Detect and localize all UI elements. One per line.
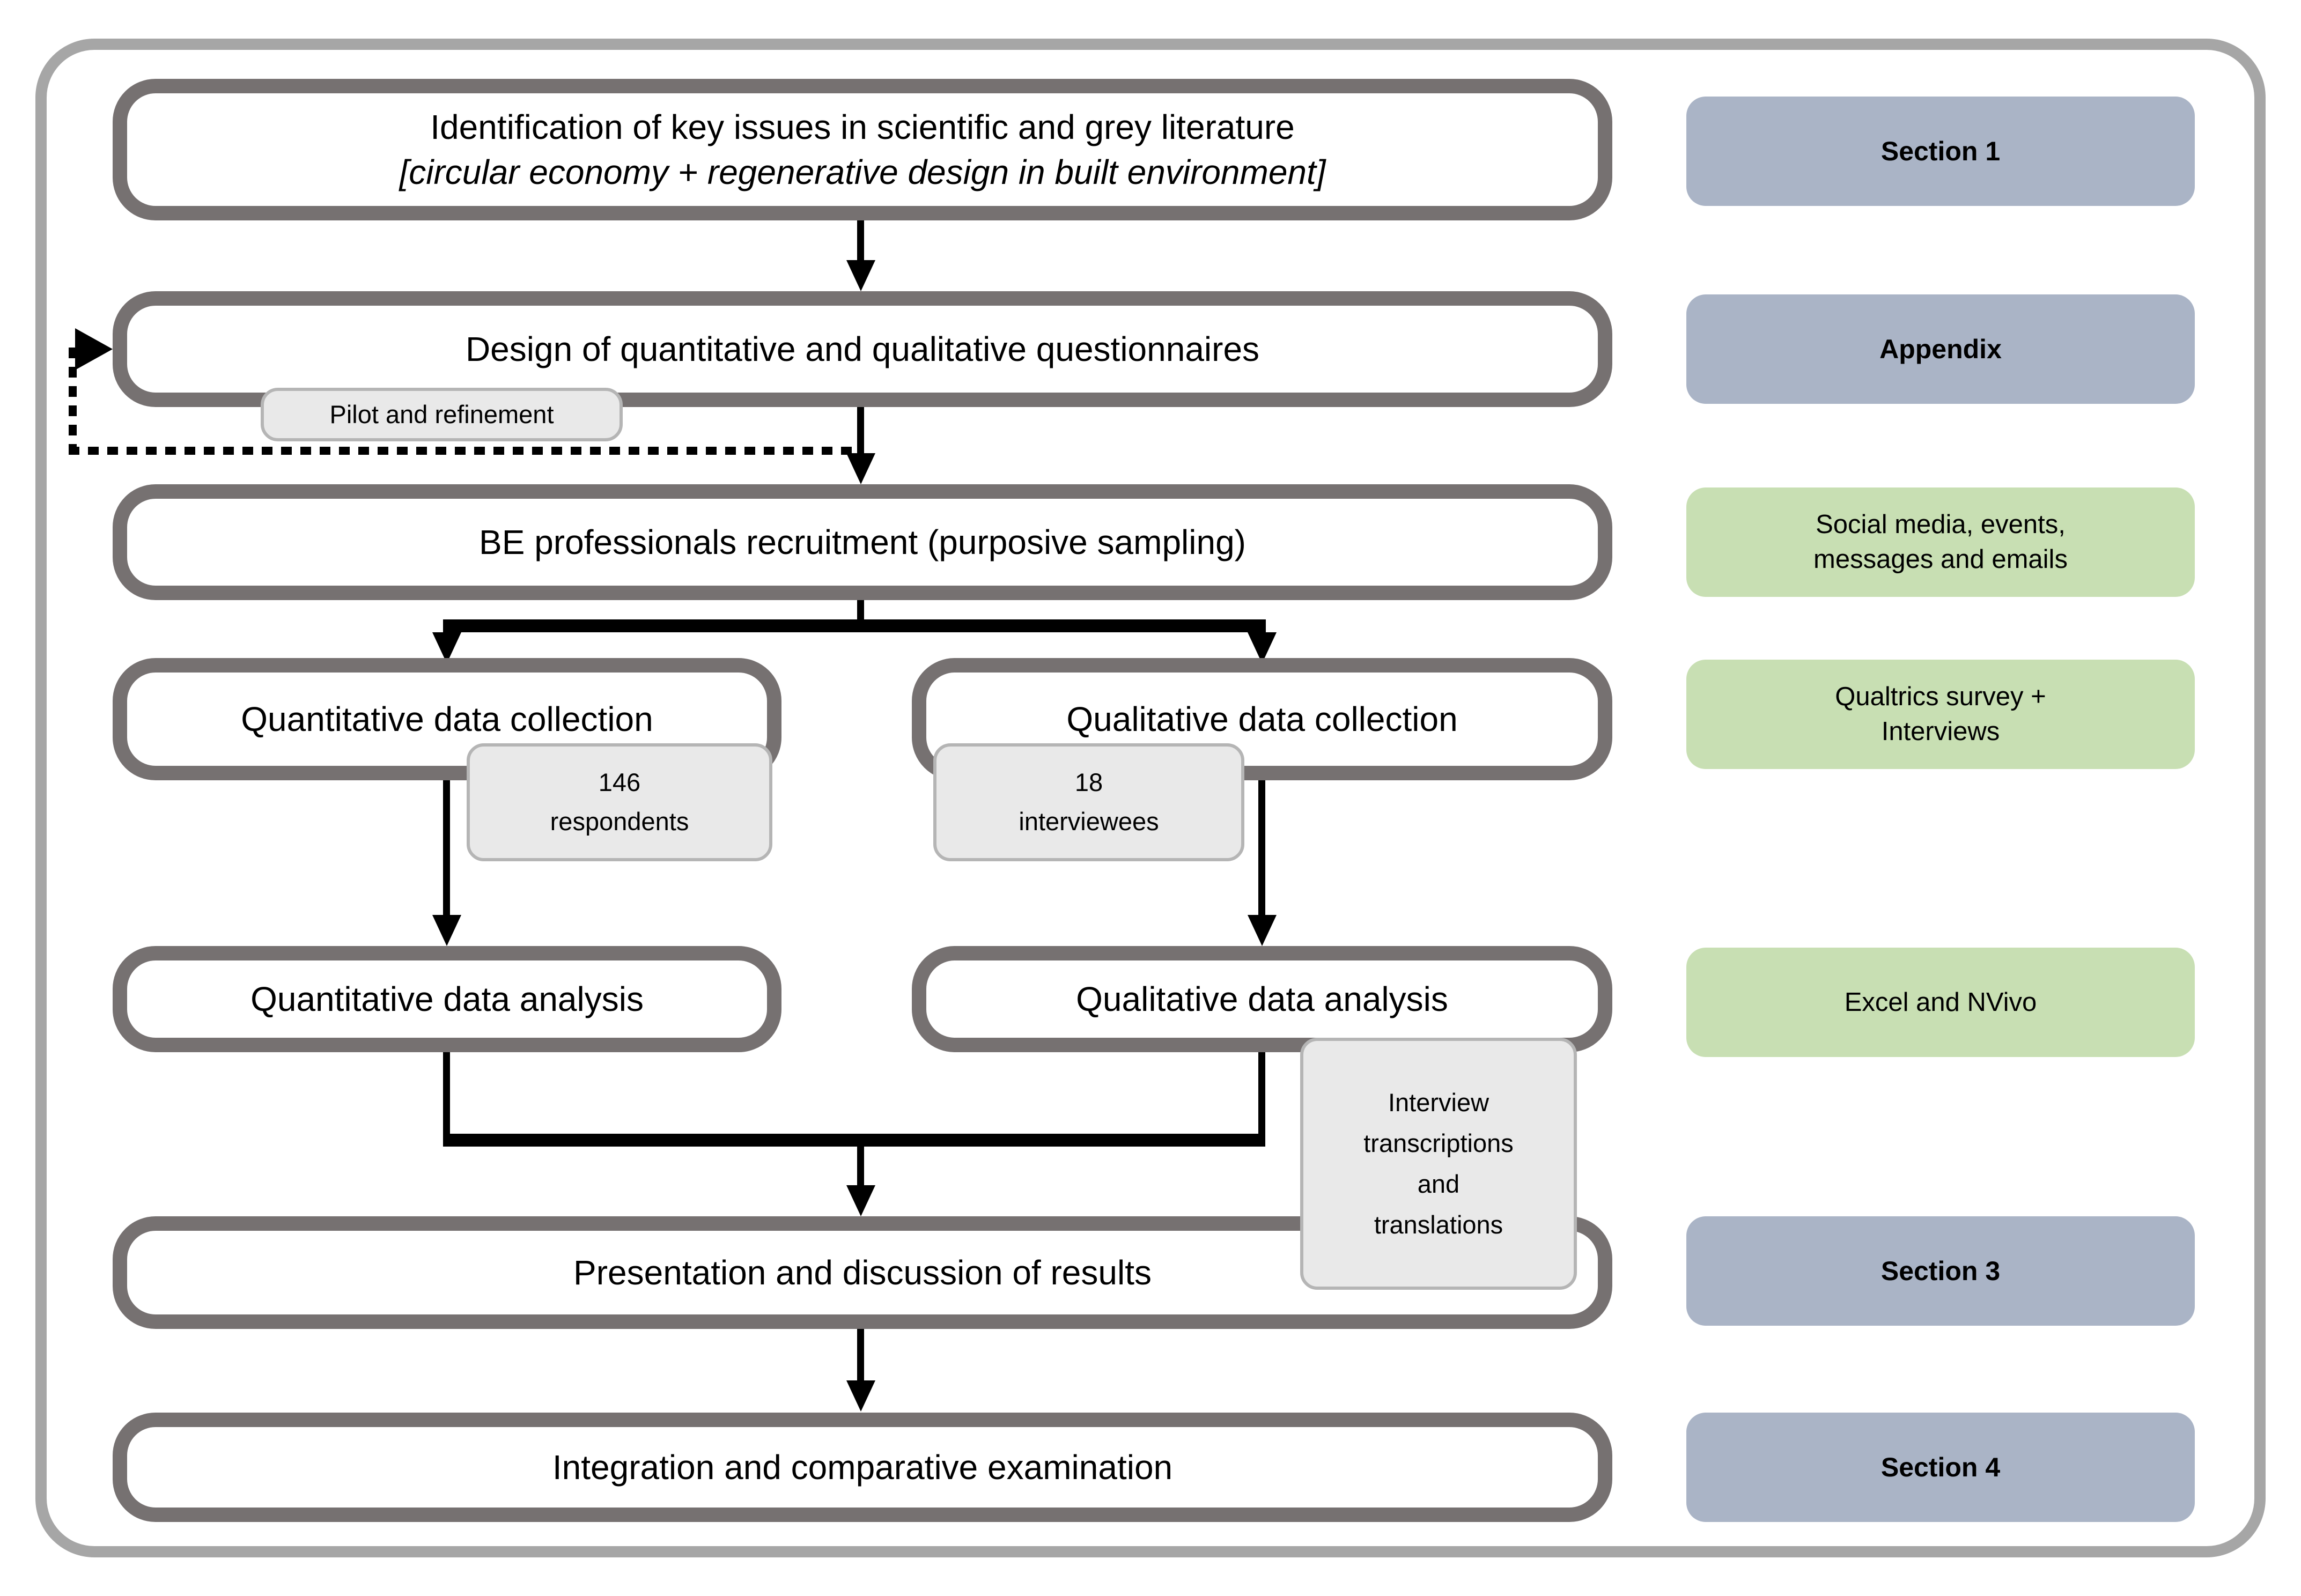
flow-box-recruitment-label: BE professionals recruitment (purposive …: [479, 522, 1246, 561]
flow-box-quantitative-collection-label: Quantitative data collection: [241, 699, 653, 738]
arrow-shaft: [857, 1329, 864, 1381]
side-label-recruitment-channels-line2: messages and emails: [1813, 545, 2068, 574]
arrow-shaft: [857, 407, 864, 454]
flow-box-quantitative-collection: Quantitative data collection: [113, 658, 781, 780]
side-label-collection-tools: Qualtrics survey + Interviews: [1686, 660, 2195, 769]
note-transcriptions-line4: translations: [1374, 1210, 1503, 1239]
side-label-appendix-text: Appendix: [1879, 334, 2002, 364]
flow-box-design-label: Design of quantitative and qualitative q…: [465, 329, 1260, 368]
note-transcriptions-line1: Interview: [1388, 1088, 1489, 1117]
side-label-recruitment-channels: Social media, events, messages and email…: [1686, 487, 2195, 597]
side-label-section-1-text: Section 1: [1880, 136, 2001, 166]
side-label-collection-tools-line1: Qualtrics survey +: [1835, 682, 2046, 712]
side-label-analysis-tools: Excel and NVivo: [1686, 948, 2195, 1057]
flow-box-design: Design of quantitative and qualitative q…: [113, 291, 1612, 407]
figure-border: [35, 39, 2266, 1557]
flow-box-presentation-label: Presentation and discussion of results: [573, 1253, 1152, 1292]
note-interviewees-count-unit: interviewees: [1019, 807, 1159, 836]
arrow-shaft: [857, 1140, 864, 1186]
note-transcriptions-line2: transcriptions: [1363, 1128, 1514, 1157]
side-label-analysis-tools-text: Excel and NVivo: [1844, 987, 2037, 1017]
note-respondents-count-unit: respondents: [550, 807, 689, 836]
note-respondents-count: 146 respondents: [467, 743, 772, 861]
note-pilot-refinement: Pilot and refinement: [261, 388, 623, 441]
flow-box-identification: Identification of key issues in scientif…: [113, 79, 1612, 220]
note-transcriptions: Interview transcriptions and translation…: [1300, 1038, 1577, 1290]
flow-box-recruitment: BE professionals recruitment (purposive …: [113, 484, 1612, 600]
arrow-shaft: [443, 780, 450, 917]
arrowhead-down-icon: [846, 453, 875, 484]
side-label-appendix: Appendix: [1686, 294, 2195, 404]
flow-box-integration-label: Integration and comparative examination: [552, 1447, 1173, 1487]
side-label-section-4: Section 4: [1686, 1413, 2195, 1522]
arrow-shaft: [857, 600, 864, 622]
note-pilot-refinement-label: Pilot and refinement: [329, 400, 554, 428]
arrowhead-down-icon: [846, 1185, 875, 1216]
dotted-line-vertical: [69, 348, 77, 450]
arrowhead-down-icon: [846, 260, 875, 291]
note-respondents-count-value: 146: [598, 768, 641, 797]
merge-elbow-left: [443, 1052, 450, 1140]
arrow-shaft: [857, 220, 864, 261]
arrow-shaft: [1258, 780, 1265, 917]
side-label-collection-tools-line2: Interviews: [1881, 717, 2000, 746]
flow-box-quantitative-analysis-label: Quantitative data analysis: [250, 979, 644, 1018]
flow-box-qualitative-analysis-label: Qualitative data analysis: [1076, 979, 1448, 1018]
flow-box-identification-line2: [circular economy + regenerative design …: [399, 153, 1326, 191]
arrowhead-down-icon: [846, 1380, 875, 1412]
merge-bar: [443, 1134, 1265, 1147]
flow-box-qualitative-collection-label: Qualitative data collection: [1066, 699, 1458, 738]
side-label-section-3: Section 3: [1686, 1216, 2195, 1326]
flow-box-integration: Integration and comparative examination: [113, 1413, 1612, 1522]
side-label-section-1: Section 1: [1686, 97, 2195, 206]
note-transcriptions-line3: and: [1417, 1170, 1460, 1198]
side-label-section-3-text: Section 3: [1880, 1256, 2001, 1286]
flow-box-qualitative-analysis: Qualitative data analysis: [912, 946, 1612, 1052]
dotted-line-horizontal: [69, 447, 861, 455]
note-interviewees-count: 18 interviewees: [933, 743, 1244, 861]
flow-box-identification-line1: Identification of key issues in scientif…: [430, 107, 1295, 146]
flow-box-quantitative-analysis: Quantitative data analysis: [113, 946, 781, 1052]
arrowhead-down-icon: [1248, 915, 1277, 946]
note-interviewees-count-value: 18: [1074, 768, 1103, 797]
split-bar: [443, 619, 1266, 632]
side-label-recruitment-channels-line1: Social media, events,: [1816, 510, 2066, 540]
merge-elbow-right: [1258, 1052, 1265, 1140]
arrowhead-down-icon: [432, 915, 461, 946]
side-label-section-4-text: Section 4: [1880, 1452, 2001, 1482]
arrowhead-right-icon: [75, 328, 113, 370]
